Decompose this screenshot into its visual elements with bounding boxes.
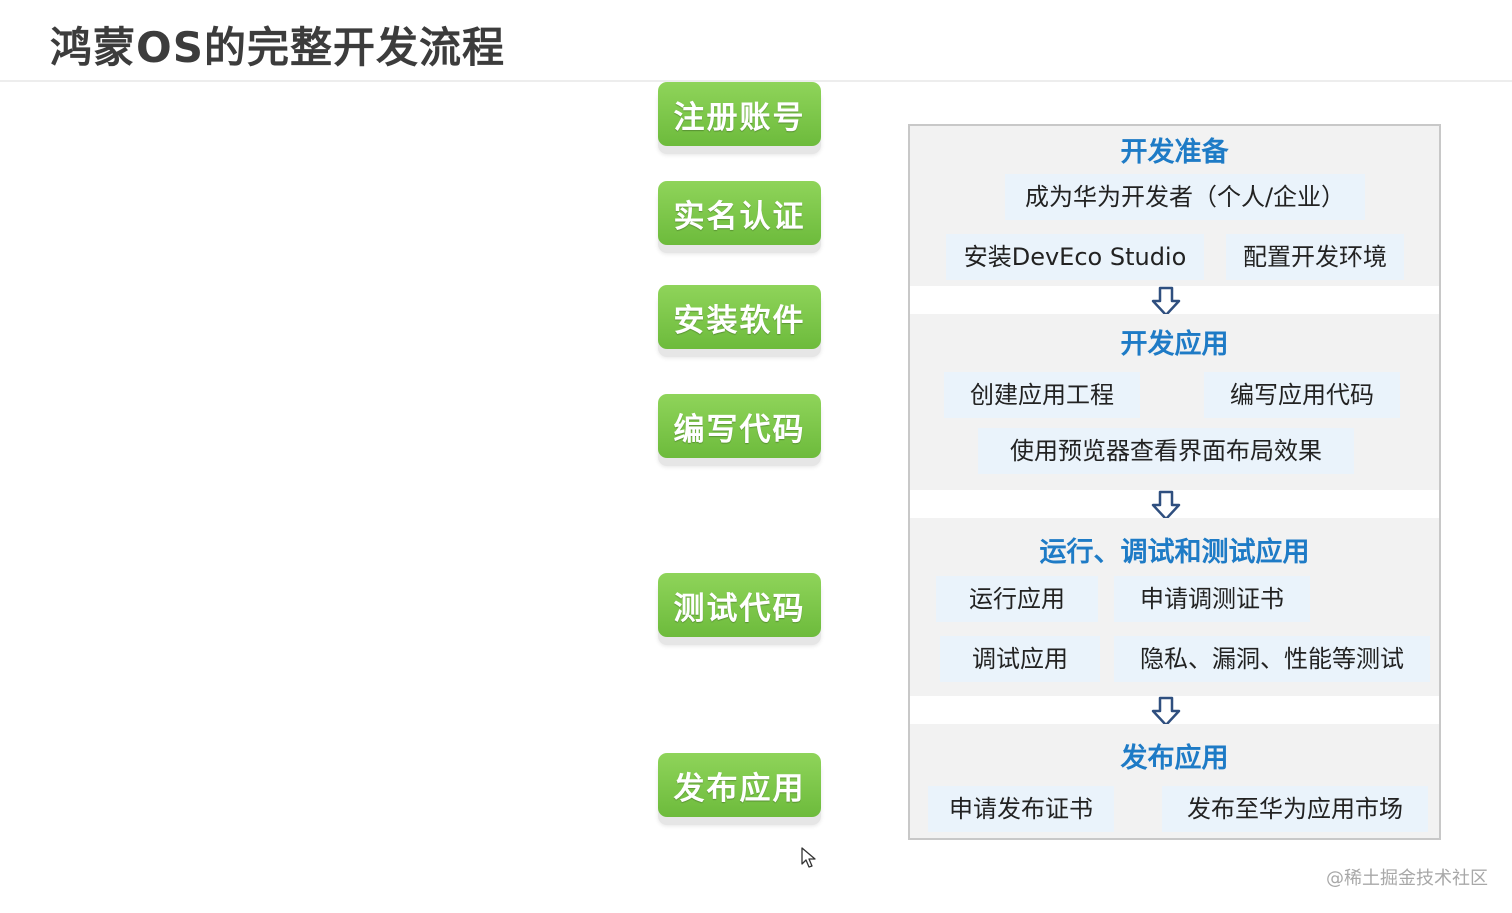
down-arrow-icon <box>1151 490 1181 521</box>
section-heading-dev-prep: 开发准备 <box>1120 137 1229 168</box>
section-heading-publish-app: 发布应用 <box>1120 743 1229 774</box>
flow-panel: 开发准备 成为华为开发者（个人/企业） 安装DevEco Studio 配置开发… <box>908 124 1441 840</box>
step-real-name-verification: 实名认证 <box>658 181 821 245</box>
item-publish-to-appgallery: 发布至华为应用市场 <box>1162 786 1428 832</box>
item-apply-debug-cert: 申请调测证书 <box>1114 576 1310 622</box>
item-use-previewer: 使用预览器查看界面布局效果 <box>978 428 1354 474</box>
step-publish-app: 发布应用 <box>658 753 821 817</box>
mouse-cursor-icon <box>801 847 816 868</box>
step-register-account: 注册账号 <box>658 82 821 146</box>
step-test-code: 测试代码 <box>658 573 821 637</box>
item-privacy-perf-tests: 隐私、漏洞、性能等测试 <box>1114 636 1430 682</box>
down-arrow-icon <box>1151 696 1181 727</box>
item-config-env: 配置开发环境 <box>1226 234 1404 280</box>
down-arrow-icon <box>1151 286 1181 317</box>
item-create-project: 创建应用工程 <box>944 372 1140 418</box>
step-install-software: 安装软件 <box>658 285 821 349</box>
item-run-app: 运行应用 <box>936 576 1098 622</box>
item-write-app-code: 编写应用代码 <box>1204 372 1400 418</box>
title-bar: 鸿蒙OS的完整开发流程 <box>0 0 1512 82</box>
step-write-code: 编写代码 <box>658 394 821 458</box>
item-install-deveco: 安装DevEco Studio <box>946 234 1204 280</box>
item-become-developer: 成为华为开发者（个人/企业） <box>1005 174 1365 220</box>
watermark: @稀土掘金技术社区 <box>1326 868 1488 889</box>
section-heading-run-debug-test: 运行、调试和测试应用 <box>1039 537 1310 568</box>
page-title: 鸿蒙OS的完整开发流程 <box>50 23 505 72</box>
item-debug-app: 调试应用 <box>940 636 1100 682</box>
item-apply-release-cert: 申请发布证书 <box>928 786 1114 832</box>
section-heading-dev-app: 开发应用 <box>1120 329 1229 360</box>
